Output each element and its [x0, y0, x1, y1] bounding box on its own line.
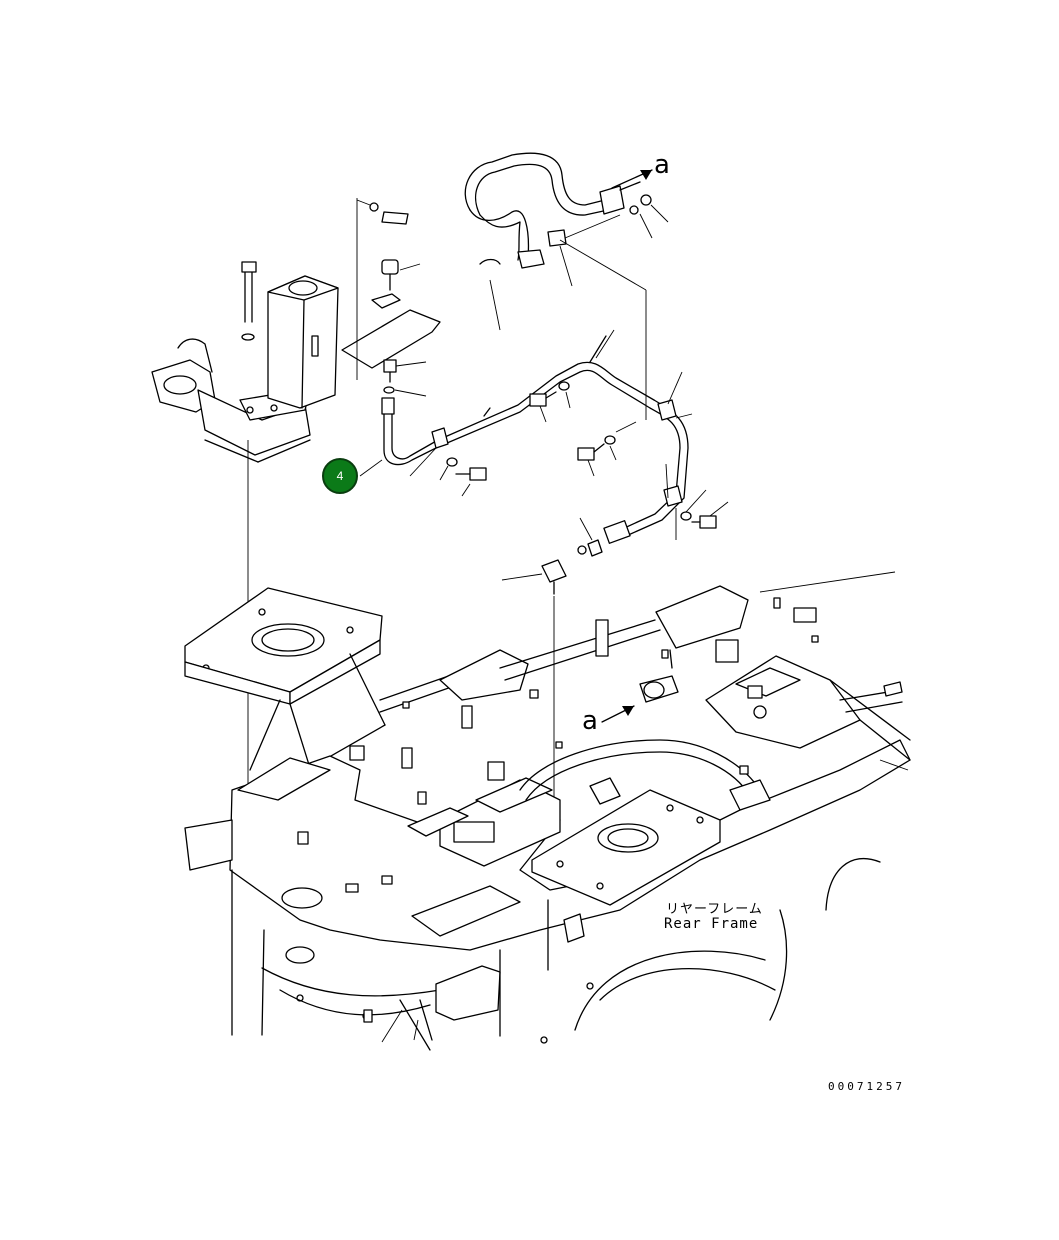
- drawing-number: 00071257: [828, 1080, 905, 1093]
- reference-label-lower: a: [582, 706, 598, 736]
- reference-arrows: [601, 169, 653, 723]
- small-hardware: [297, 635, 819, 1023]
- valve-plate: [341, 198, 441, 397]
- right-plate: [519, 739, 771, 943]
- callout-part-4[interactable]: 4: [322, 458, 358, 494]
- bracket-assembly: [151, 261, 339, 810]
- right-side-frame: [705, 655, 911, 771]
- upper-hose: [464, 152, 669, 420]
- reference-label-upper: a: [654, 150, 670, 180]
- rear-frame-label-en: Rear Frame: [664, 916, 759, 932]
- rear-frame: [184, 739, 911, 1051]
- valve-block: [407, 761, 561, 867]
- hose-fasteners: [439, 381, 729, 810]
- hose-part-4: [359, 329, 693, 544]
- rear-frame-label-jp: リヤーフレーム: [666, 902, 763, 917]
- cross-member: [184, 571, 896, 771]
